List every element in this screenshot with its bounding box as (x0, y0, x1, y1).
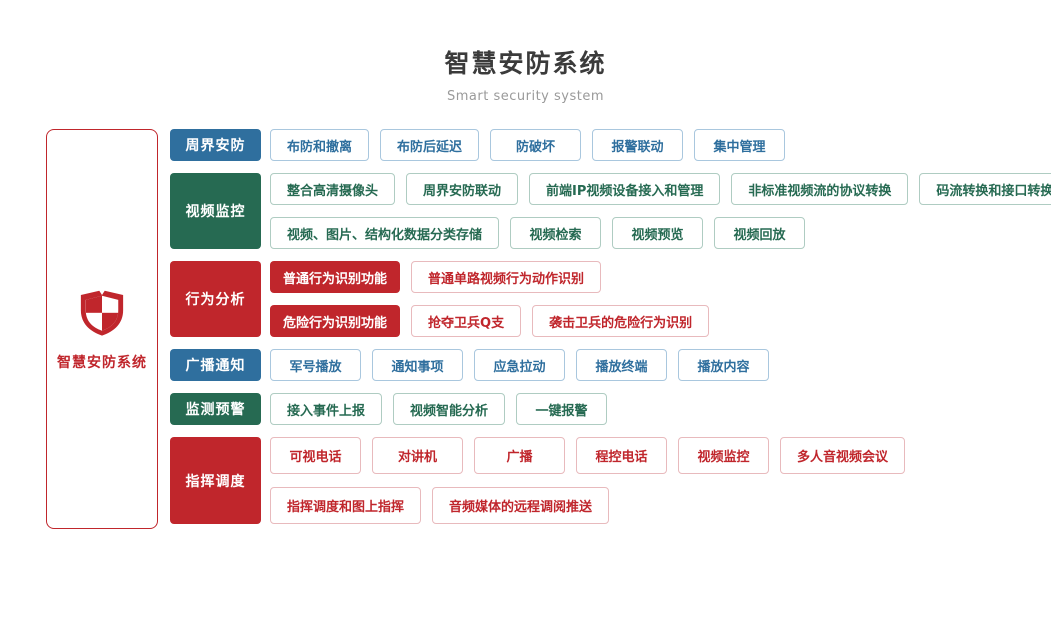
feature-item: 程控电话 (576, 437, 667, 474)
feature-item: 一键报警 (516, 393, 608, 425)
feature-item: 接入事件上报 (270, 393, 383, 425)
feature-lines: 布防和撤离布防后延迟防破坏报警联动集中管理 (270, 129, 786, 161)
feature-lines: 可视电话对讲机广播程控电话视频监控多人音视频会议指挥调度和图上指挥音频媒体的远程… (270, 437, 906, 524)
root-system-panel: 智慧安防系统 (46, 129, 158, 529)
category-row-behavior-analysis: 行为分析普通行为识别功能普通单路视频行为动作识别危险行为识别功能抢夺卫兵Q支袭击… (170, 261, 1051, 337)
feature-item: 指挥调度和图上指挥 (270, 487, 422, 524)
feature-item: 普通行为识别功能 (270, 261, 401, 293)
feature-line: 普通行为识别功能普通单路视频行为动作识别 (270, 261, 709, 293)
feature-item: 报警联动 (592, 129, 684, 161)
feature-item: 视频监控 (678, 437, 769, 474)
feature-line: 指挥调度和图上指挥音频媒体的远程调阅推送 (270, 487, 905, 524)
feature-item: 非标准视频流的协议转换 (731, 173, 909, 205)
category-header-perimeter-security: 周界安防 (170, 129, 261, 161)
feature-item: 抢夺卫兵Q支 (411, 305, 522, 337)
feature-item: 前端IP视频设备接入和管理 (529, 173, 721, 205)
feature-line: 视频、图片、结构化数据分类存储视频检索视频预览视频回放 (270, 217, 1051, 249)
feature-item: 袭击卫兵的危险行为识别 (532, 305, 710, 337)
feature-line: 整合高清摄像头周界安防联动前端IP视频设备接入和管理非标准视频流的协议转换码流转… (270, 173, 1051, 205)
feature-item: 防破坏 (490, 129, 582, 161)
feature-item: 可视电话 (270, 437, 361, 474)
feature-item: 应急拉动 (474, 349, 565, 381)
feature-item: 广播 (474, 437, 565, 474)
feature-item: 布防和撤离 (270, 129, 370, 161)
category-header-behavior-analysis: 行为分析 (170, 261, 261, 337)
feature-item: 视频预览 (612, 217, 704, 249)
feature-item: 视频回放 (714, 217, 806, 249)
feature-lines: 普通行为识别功能普通单路视频行为动作识别危险行为识别功能抢夺卫兵Q支袭击卫兵的危… (270, 261, 710, 337)
feature-item: 对讲机 (372, 437, 463, 474)
feature-item: 普通单路视频行为动作识别 (411, 261, 602, 293)
feature-item: 整合高清摄像头 (270, 173, 396, 205)
feature-item: 危险行为识别功能 (270, 305, 401, 337)
feature-item: 播放终端 (576, 349, 667, 381)
feature-item: 军号播放 (270, 349, 361, 381)
category-header-monitor-warning: 监测预警 (170, 393, 261, 425)
feature-line: 军号播放通知事项应急拉动播放终端播放内容 (270, 349, 769, 381)
feature-item: 通知事项 (372, 349, 463, 381)
feature-item: 多人音视频会议 (780, 437, 906, 474)
category-row-broadcast-notice: 广播通知军号播放通知事项应急拉动播放终端播放内容 (170, 349, 1051, 381)
category-rows: 周界安防布防和撤离布防后延迟防破坏报警联动集中管理视频监控整合高清摄像头周界安防… (170, 129, 1051, 524)
feature-item: 视频检索 (510, 217, 602, 249)
feature-line: 布防和撤离布防后延迟防破坏报警联动集中管理 (270, 129, 786, 161)
feature-line: 可视电话对讲机广播程控电话视频监控多人音视频会议 (270, 437, 906, 474)
feature-item: 视频智能分析 (393, 393, 506, 425)
feature-item: 播放内容 (678, 349, 769, 381)
feature-item: 布防后延迟 (380, 129, 480, 161)
feature-lines: 整合高清摄像头周界安防联动前端IP视频设备接入和管理非标准视频流的协议转换码流转… (270, 173, 1051, 249)
feature-lines: 接入事件上报视频智能分析一键报警 (270, 393, 608, 425)
category-header-video-surveillance: 视频监控 (170, 173, 261, 249)
feature-item: 视频、图片、结构化数据分类存储 (270, 217, 500, 249)
category-header-command-dispatch: 指挥调度 (170, 437, 261, 524)
category-row-command-dispatch: 指挥调度可视电话对讲机广播程控电话视频监控多人音视频会议指挥调度和图上指挥音频媒… (170, 437, 1051, 524)
page-subtitle: Smart security system (447, 89, 604, 104)
category-row-video-surveillance: 视频监控整合高清摄像头周界安防联动前端IP视频设备接入和管理非标准视频流的协议转… (170, 173, 1051, 249)
feature-lines: 军号播放通知事项应急拉动播放终端播放内容 (270, 349, 769, 381)
feature-item: 集中管理 (694, 129, 786, 161)
shield-icon (76, 286, 128, 342)
feature-line: 危险行为识别功能抢夺卫兵Q支袭击卫兵的危险行为识别 (270, 305, 710, 337)
page-title: 智慧安防系统 (444, 49, 607, 78)
feature-item: 码流转换和接口转换 (919, 173, 1051, 205)
page-header: 智慧安防系统 Smart security system (0, 44, 1051, 104)
feature-item: 周界安防联动 (406, 173, 519, 205)
feature-item: 音频媒体的远程调阅推送 (432, 487, 610, 524)
category-row-monitor-warning: 监测预警接入事件上报视频智能分析一键报警 (170, 393, 1051, 425)
root-system-label: 智慧安防系统 (57, 355, 147, 371)
category-row-perimeter-security: 周界安防布防和撤离布防后延迟防破坏报警联动集中管理 (170, 129, 1051, 161)
category-header-broadcast-notice: 广播通知 (170, 349, 261, 381)
feature-line: 接入事件上报视频智能分析一键报警 (270, 393, 608, 425)
